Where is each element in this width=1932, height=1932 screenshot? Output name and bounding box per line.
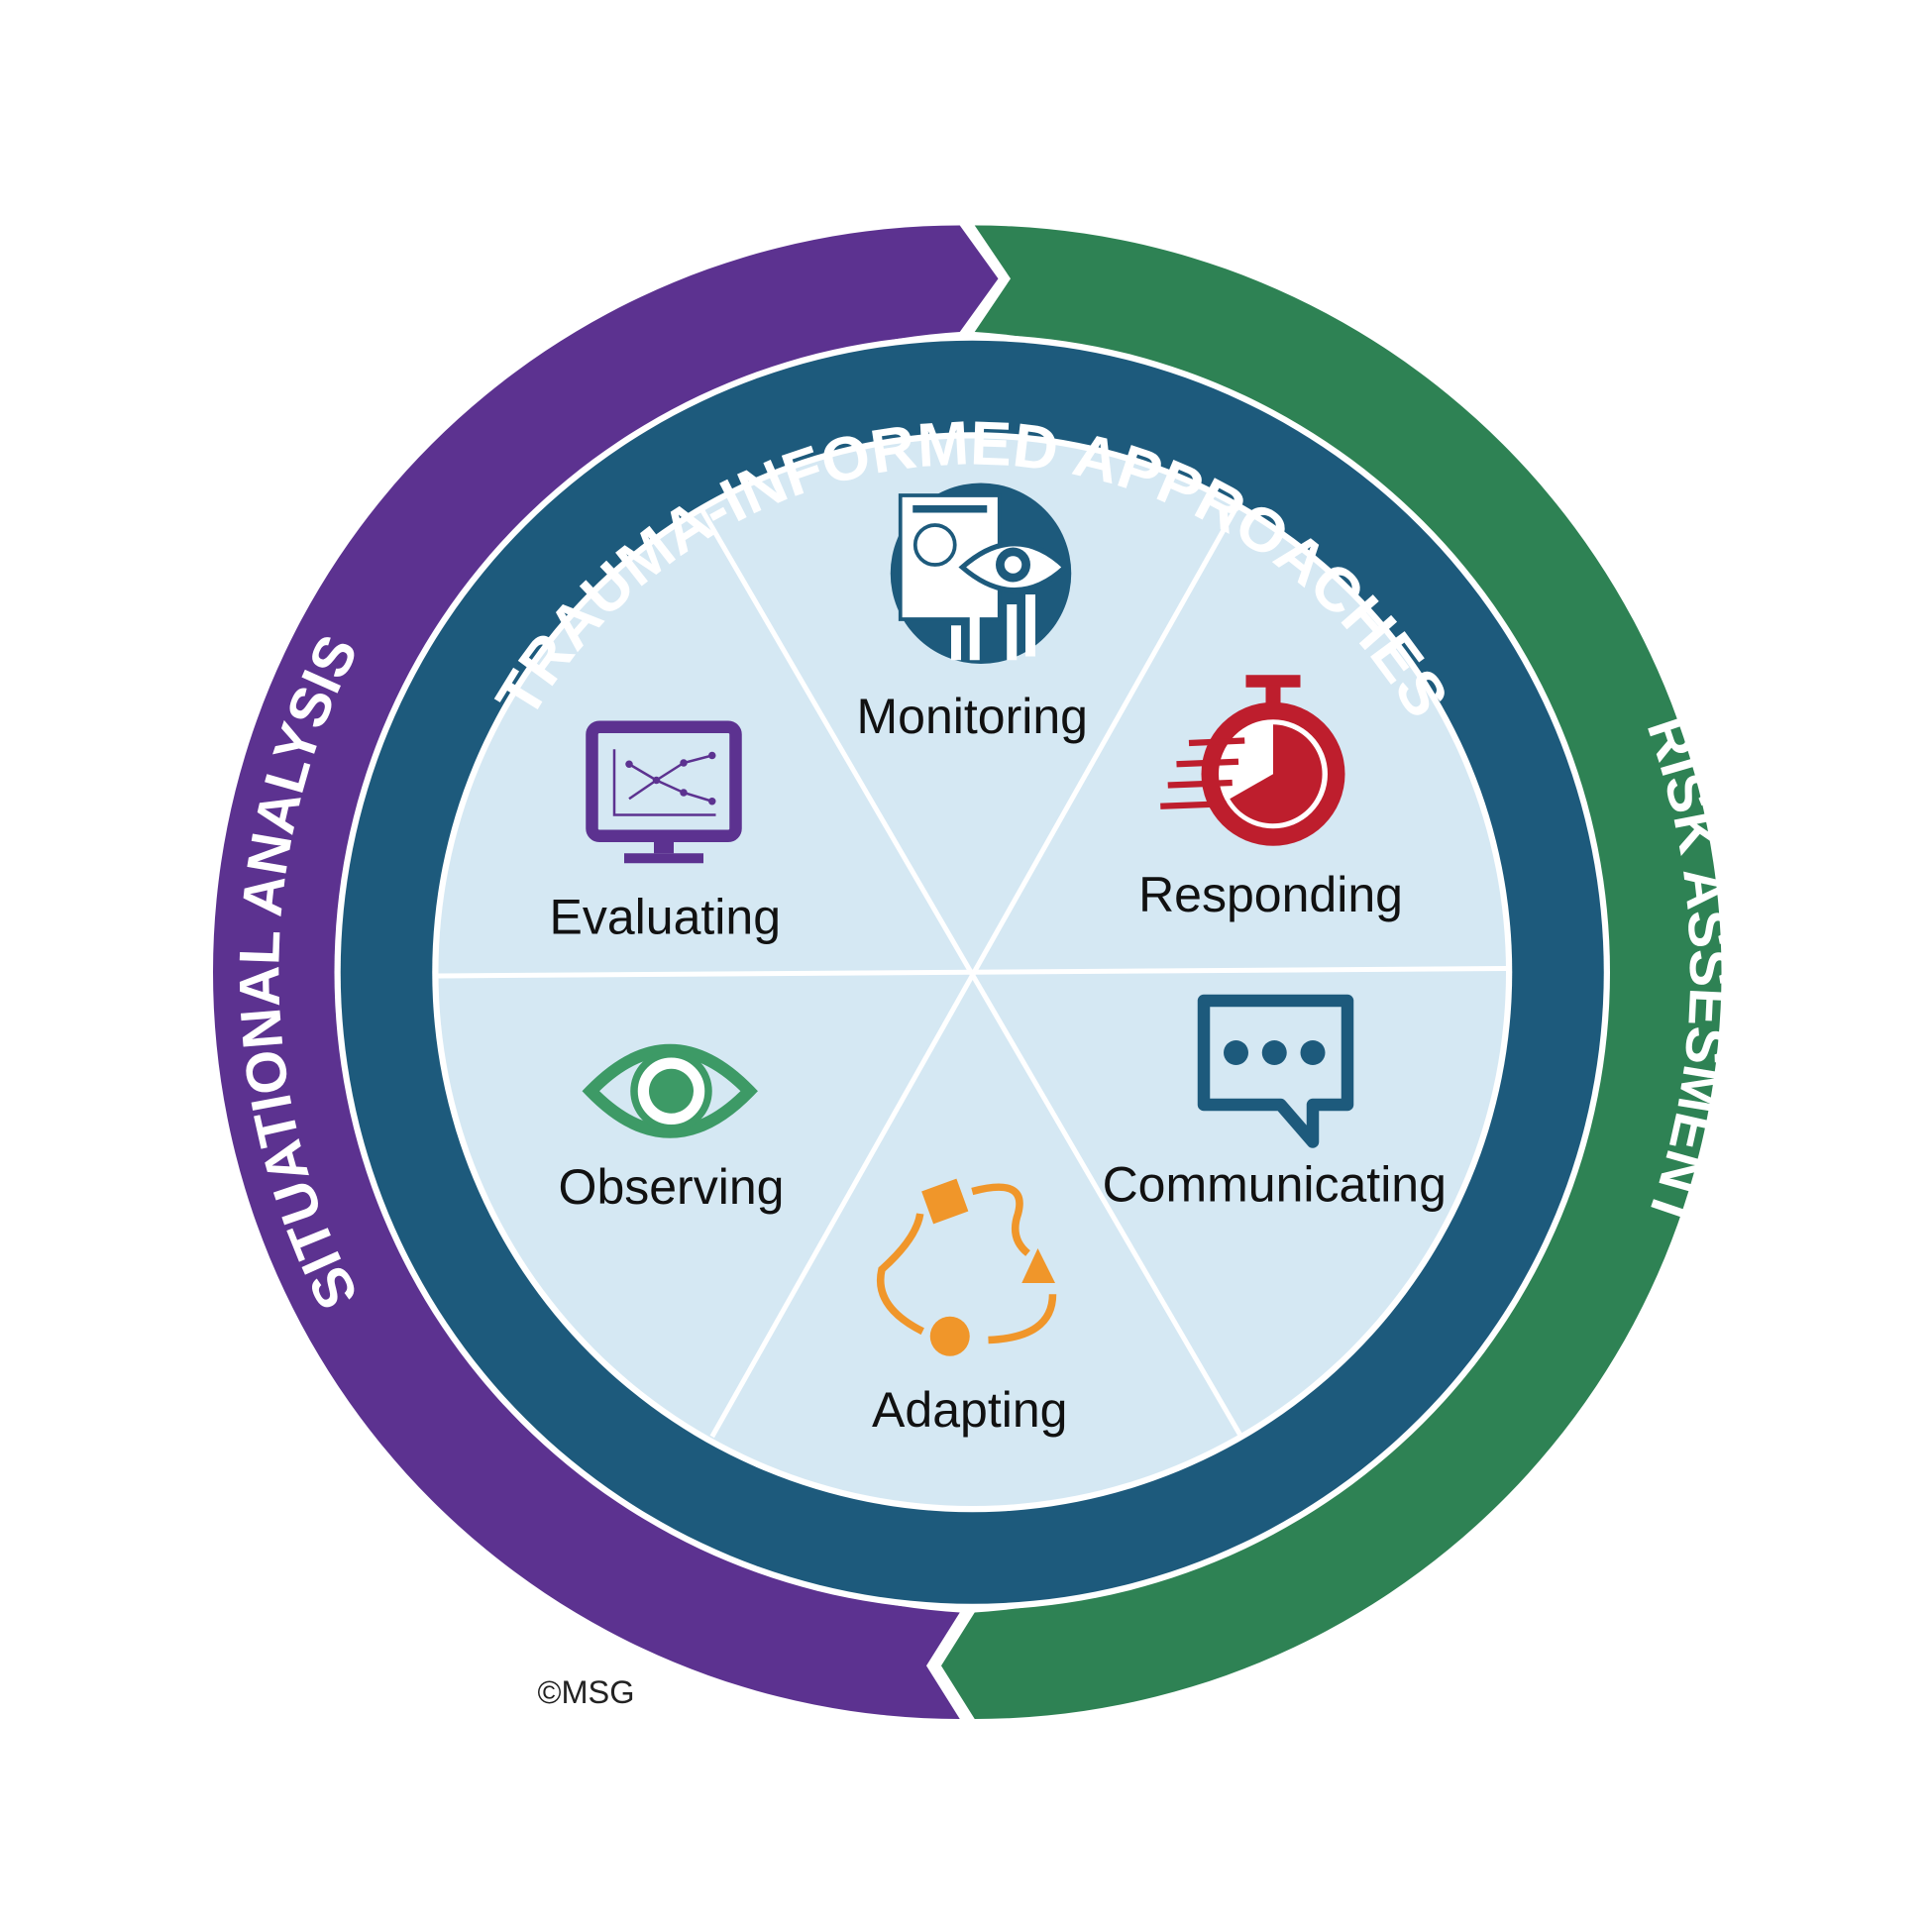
- cycle-shapes-icon: [877, 1178, 1057, 1356]
- segment-adapting[interactable]: Adapting: [872, 1178, 1067, 1438]
- monitor-chart-icon: [586, 720, 742, 864]
- chat-bubble-icon: [1197, 994, 1354, 1148]
- segment-label: Evaluating: [550, 890, 782, 945]
- segment-dividers: [438, 508, 1507, 1439]
- copyright: ©MSG: [538, 1674, 635, 1710]
- segment-evaluating[interactable]: Evaluating: [550, 720, 782, 945]
- segment-label: Responding: [1138, 867, 1403, 922]
- segment-observing[interactable]: Observing: [559, 1043, 785, 1215]
- segment-label: Communicating: [1103, 1157, 1447, 1213]
- segment-communicating[interactable]: Communicating: [1103, 994, 1447, 1213]
- segment-label: Monitoring: [857, 689, 1088, 744]
- risk-assessment-arc: [941, 225, 1722, 1719]
- segment-responding[interactable]: Responding: [1138, 675, 1403, 922]
- eye-icon: [582, 1043, 758, 1138]
- segment-label: Observing: [559, 1159, 785, 1215]
- stopwatch-icon: [1160, 675, 1345, 846]
- situational-analysis-arc: [213, 225, 999, 1719]
- segment-monitoring[interactable]: Monitoring: [857, 483, 1088, 745]
- segment-label: Adapting: [872, 1382, 1067, 1438]
- monitoring-report-eye-icon: [890, 483, 1072, 664]
